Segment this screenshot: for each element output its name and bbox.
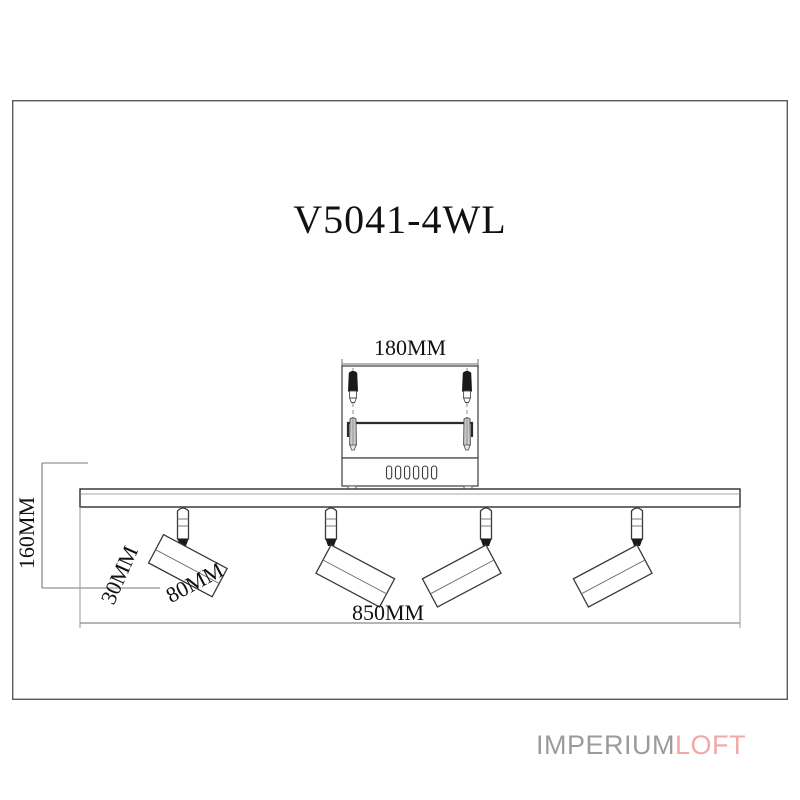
spotlight-head xyxy=(147,533,229,598)
fixing-screw-left xyxy=(349,417,357,451)
vent-slot xyxy=(394,465,402,480)
spotlight-stem xyxy=(630,507,644,540)
drawing-frame xyxy=(11,99,788,700)
vent-slot xyxy=(412,465,420,480)
spotlight-stem xyxy=(324,507,338,540)
logo-text-loft: LOFT xyxy=(675,730,747,760)
vent-slot xyxy=(385,465,393,480)
mount-body-outline xyxy=(341,365,479,459)
spotlight-stem xyxy=(176,507,190,540)
logo-text-imperium: IMPERIUM xyxy=(536,730,675,760)
ceiling-mount-detail: 180MM xyxy=(341,335,479,492)
spotlight-2 xyxy=(315,507,396,608)
spotlight-1 xyxy=(147,507,229,598)
spotlight-3 xyxy=(421,507,502,608)
mount-bracket-bar xyxy=(346,421,474,437)
dimension-label-180mm: 180MM xyxy=(374,335,446,360)
fixing-screw-right xyxy=(463,417,471,451)
imperiumloft-logo: IMPERIUMLOFT xyxy=(536,732,746,759)
wall-anchor-right xyxy=(461,370,473,403)
dimension-label-850mm: 850MM xyxy=(352,600,424,625)
spotlight-head xyxy=(572,544,653,608)
wall-anchor-left xyxy=(347,370,359,403)
spotlight-4 xyxy=(572,507,653,608)
dimension-bracket-width: 180MM xyxy=(341,335,479,369)
page-title: V5041-4WL xyxy=(293,197,506,242)
vent-slot-group xyxy=(385,465,438,480)
dimension-total-height: 160MM xyxy=(14,462,160,589)
dimension-total-width: 850MM xyxy=(79,507,741,628)
track-bar xyxy=(79,488,741,508)
vent-slot xyxy=(421,465,429,480)
spotlight-stem xyxy=(479,507,493,540)
spotlight-head xyxy=(421,544,502,608)
spotlight-joint xyxy=(325,539,337,546)
spotlight-head xyxy=(315,544,396,608)
vent-slot xyxy=(430,465,438,480)
dimension-label-160mm: 160MM xyxy=(14,497,39,569)
spotlight-joint xyxy=(631,539,643,546)
vent-slot xyxy=(403,465,411,480)
spotlight-joint xyxy=(480,539,492,546)
